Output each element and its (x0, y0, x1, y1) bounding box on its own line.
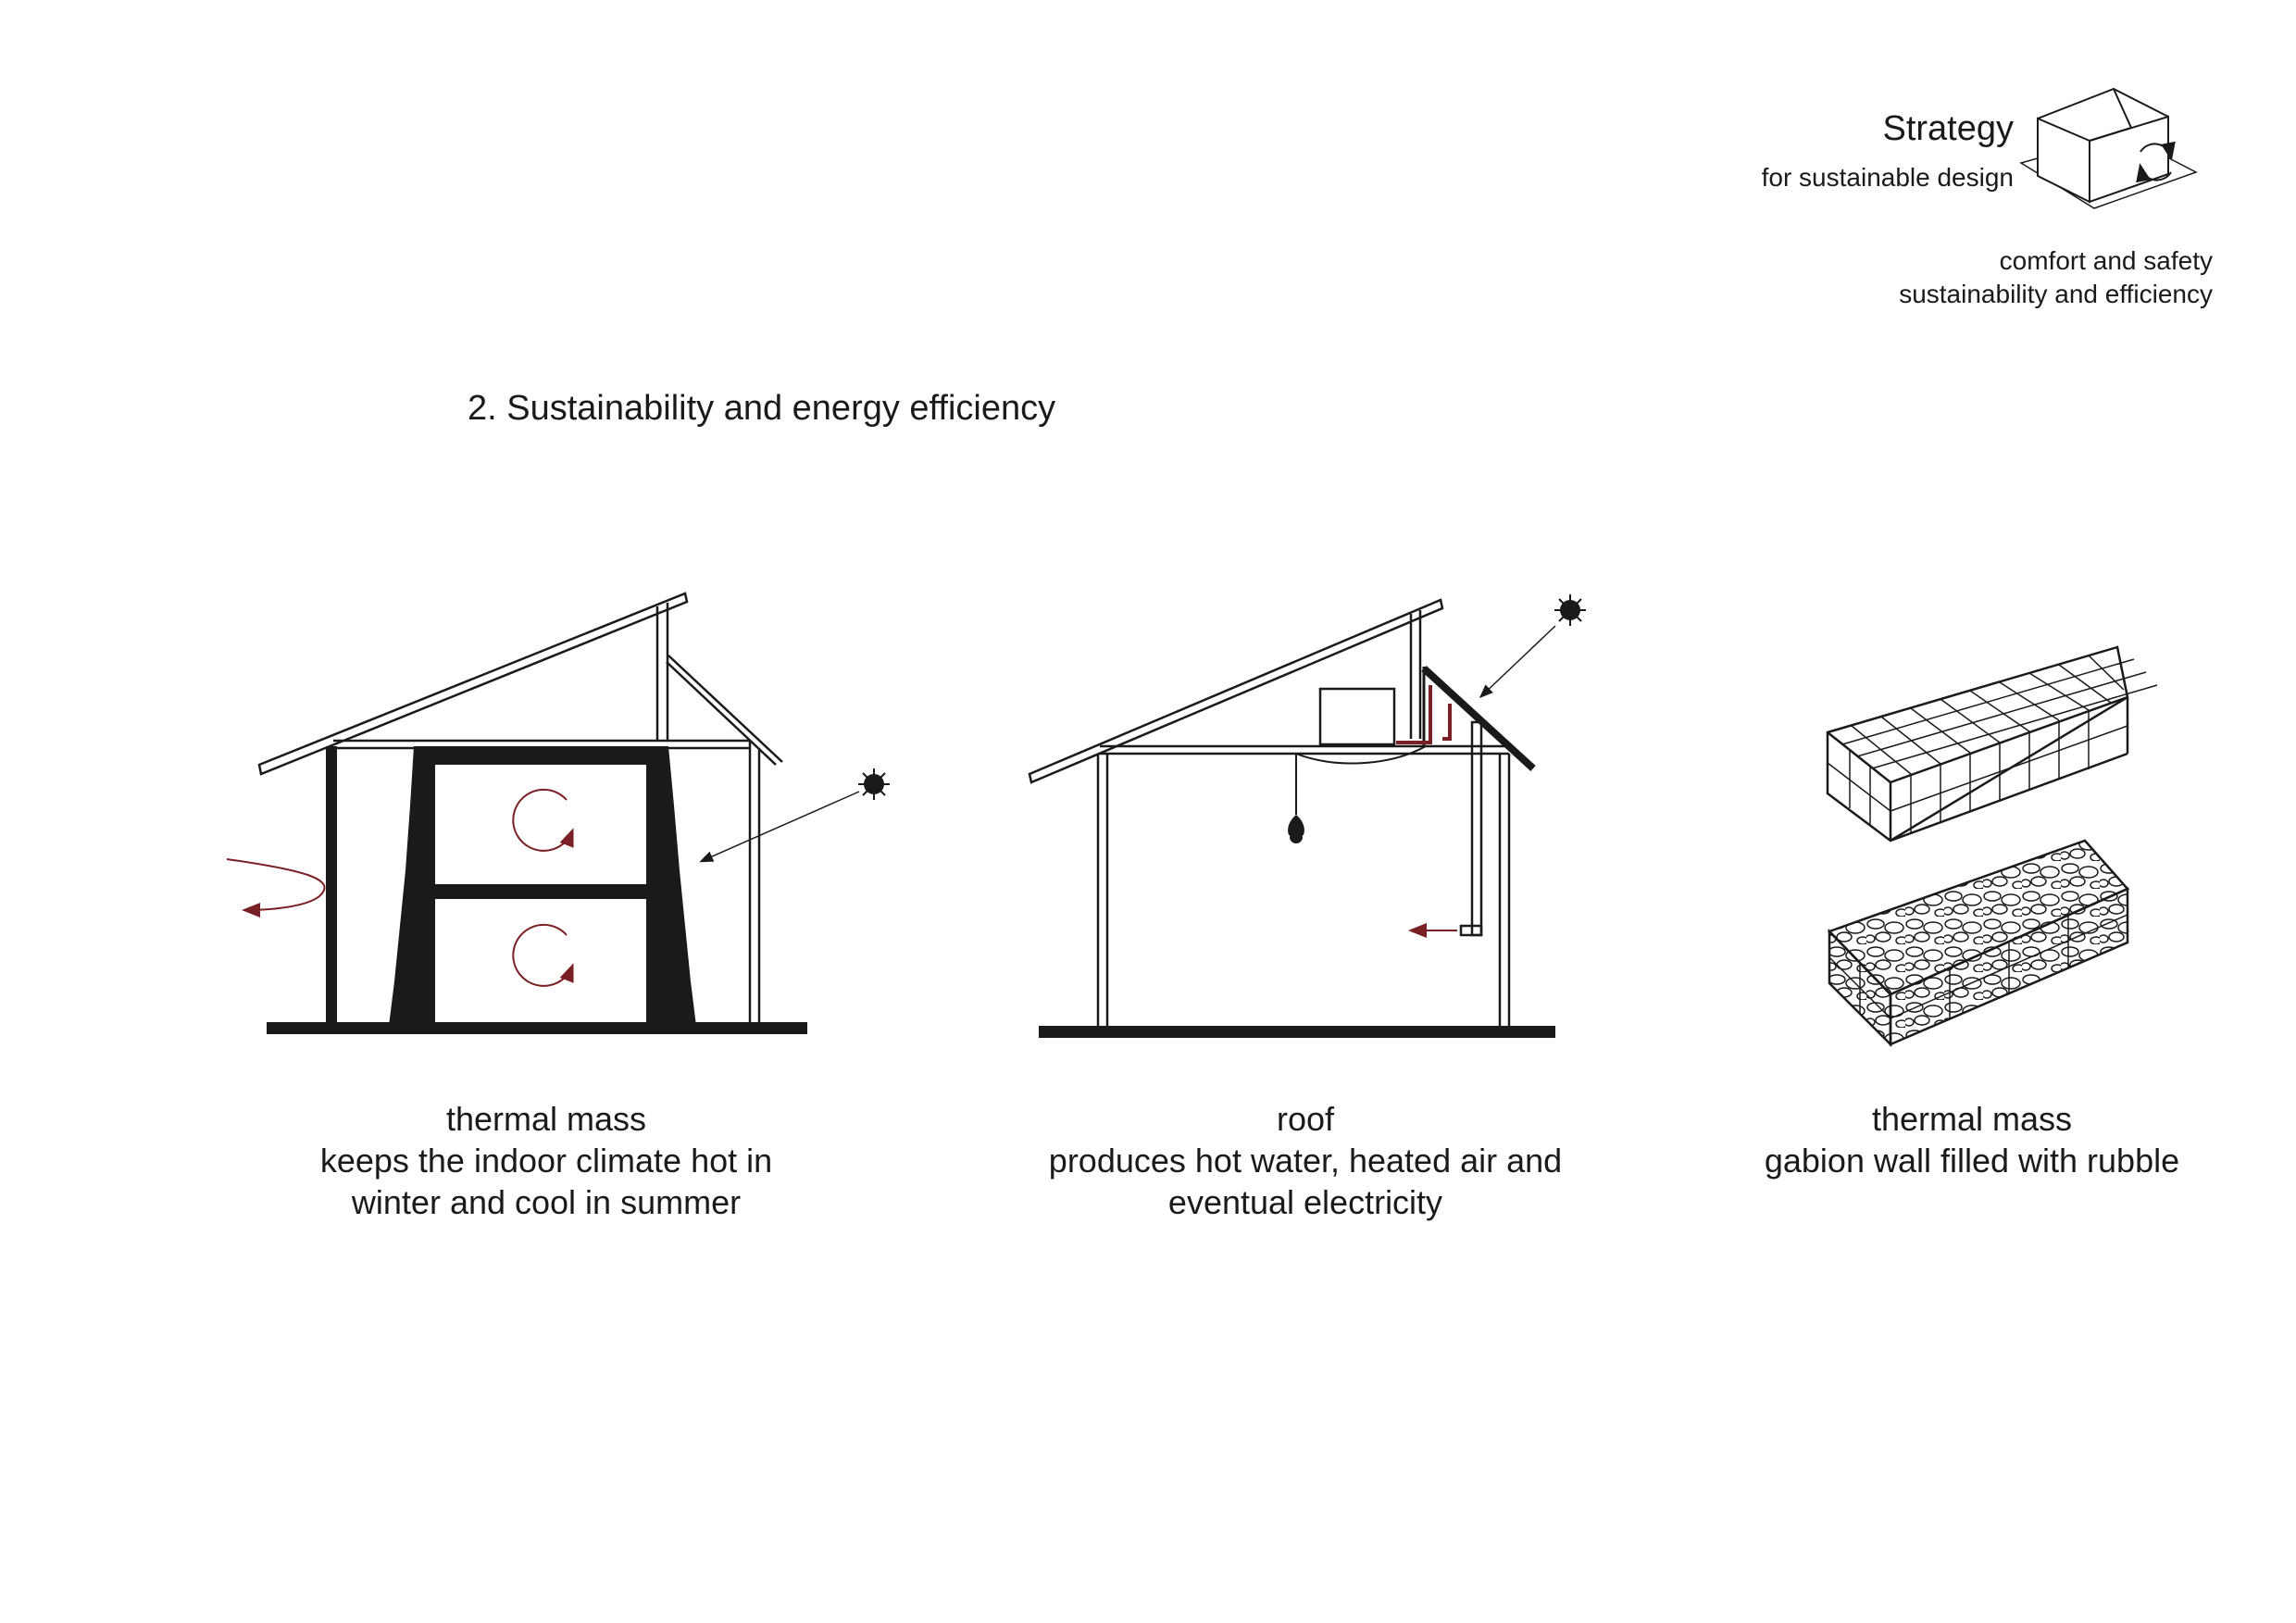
caption-title: roof (1276, 1100, 1335, 1138)
section-title: 2. Sustainability and energy efficiency (468, 389, 1056, 428)
caption-title: thermal mass (1871, 1100, 2073, 1138)
caption-roof: roof produces hot water, heated air and … (1018, 1098, 1592, 1223)
strategy-topics: comfort and safety sustainability and ef… (1666, 244, 2213, 311)
caption-text-line-2: eventual electricity (1167, 1183, 1443, 1221)
caption-text-line-1: gabion wall filled with rubble (1764, 1142, 2180, 1180)
solar-roof-section-icon (1028, 594, 1586, 1038)
house-cycle-icon (2019, 87, 2198, 209)
caption-text-line-2: winter and cool in summer (351, 1183, 742, 1221)
caption-text-line-1: keeps the indoor climate hot in (319, 1142, 773, 1180)
topic-comfort: comfort and safety (1999, 246, 2213, 275)
caption-gabion: thermal mass gabion wall filled with rub… (1694, 1098, 2250, 1181)
caption-title: thermal mass (445, 1100, 647, 1138)
gabion-cage (1826, 645, 2158, 843)
thermal-mass-section-icon (226, 592, 890, 1034)
gabion-wall-icon (1826, 645, 2158, 1048)
topic-sustainability: sustainability and efficiency (1899, 280, 2213, 308)
caption-text-line-1: produces hot water, heated air and (1048, 1142, 1563, 1180)
caption-thermal-mass: thermal mass keeps the indoor climate ho… (268, 1098, 824, 1223)
gabion-filled (1827, 839, 2130, 1048)
sun-icon (858, 768, 890, 800)
sun-icon (1554, 594, 1586, 626)
strategy-subtitle: for sustainable design (1761, 163, 2014, 192)
strategy-title: Strategy (1882, 109, 2014, 148)
